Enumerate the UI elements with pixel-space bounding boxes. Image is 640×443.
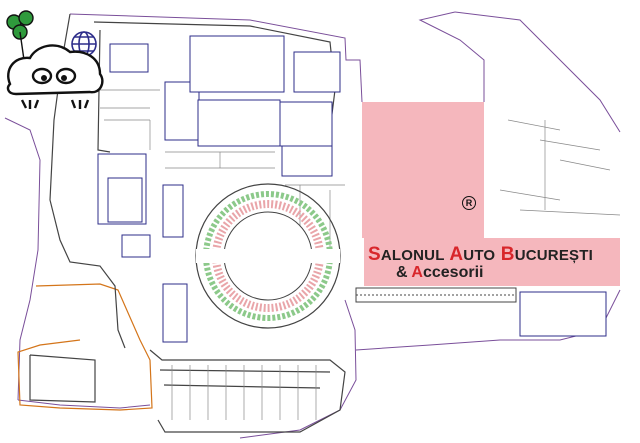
logo-title-initial-1: S xyxy=(368,244,381,265)
logo-subtitle-initial: A xyxy=(411,264,423,281)
logo-title-initial-2: A xyxy=(449,244,464,265)
parking-perimeter xyxy=(17,283,153,411)
logo-title-word-1: ALONUL xyxy=(380,247,445,264)
exhibition-halls xyxy=(97,35,607,343)
logo-title-word-2: UTO xyxy=(463,247,496,264)
interior-partitions xyxy=(100,89,621,420)
logo-subtitle: & Accesorii xyxy=(396,264,483,282)
logo-artwork xyxy=(6,10,104,109)
property-boundary xyxy=(4,11,621,439)
logo-title-initial-3: B xyxy=(500,244,515,265)
logo-subtitle-amp: & xyxy=(396,264,408,281)
logo-title: SALONUL AUTO BUCUREȘTI xyxy=(368,244,593,266)
globe-icon xyxy=(71,31,97,57)
circular-arena xyxy=(195,183,341,329)
logo-text-panel: SALONUL AUTO BUCUREȘTI & Accesorii xyxy=(364,238,620,286)
exhibition-highlight-zone xyxy=(362,102,484,238)
right-annex xyxy=(355,287,517,303)
logo-title-word-3: UCUREȘTI xyxy=(514,247,593,264)
car-mascot-icon xyxy=(6,44,104,109)
clover-icon xyxy=(6,10,34,61)
registered-mark: R xyxy=(462,196,476,210)
logo-subtitle-word: ccesorii xyxy=(422,264,484,281)
